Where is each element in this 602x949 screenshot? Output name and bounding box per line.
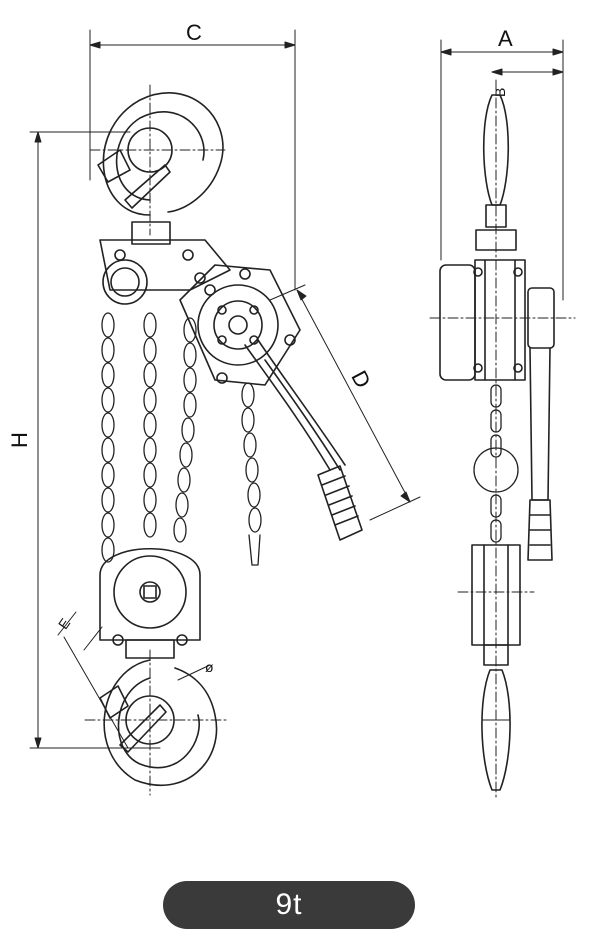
dimension-a — [440, 39, 564, 301]
bottom-hook — [84, 649, 229, 796]
side-lever — [527, 287, 555, 561]
dimension-c — [89, 29, 296, 291]
dimension-e — [57, 611, 129, 749]
dimension-d — [269, 284, 421, 521]
dimension-h — [29, 131, 161, 749]
dimension-h-label: H — [7, 432, 32, 448]
upper-frame — [99, 221, 231, 305]
dimension-c-label: C — [186, 20, 202, 45]
load-chains — [101, 312, 262, 566]
dimension-b-label: B — [492, 88, 508, 97]
chain-strand-1 — [101, 312, 115, 563]
top-hook — [89, 84, 226, 236]
front-view: C H — [7, 20, 421, 796]
lever-hoist-drawing: C H — [7, 20, 576, 801]
chain-strand-3 — [173, 317, 197, 543]
dimension-e-label: E — [55, 615, 73, 632]
side-body — [429, 229, 576, 381]
lever-handle — [244, 339, 363, 541]
side-bottom-hook — [481, 669, 511, 791]
bottom-block — [99, 547, 201, 659]
chain-strand-2 — [143, 312, 157, 538]
side-bottom-block — [457, 544, 535, 666]
slack-chain — [241, 382, 262, 566]
diameter-label: ø — [205, 659, 214, 675]
diameter-leader — [177, 664, 211, 681]
lever-housing — [179, 264, 301, 386]
side-chain — [473, 384, 519, 543]
dimension-d-label: D — [346, 366, 376, 392]
dimension-b — [491, 68, 564, 76]
dimension-a-label: A — [498, 26, 513, 51]
side-top-hook — [482, 79, 510, 801]
side-view: A B — [429, 26, 576, 801]
capacity-badge: 9t — [163, 881, 415, 929]
